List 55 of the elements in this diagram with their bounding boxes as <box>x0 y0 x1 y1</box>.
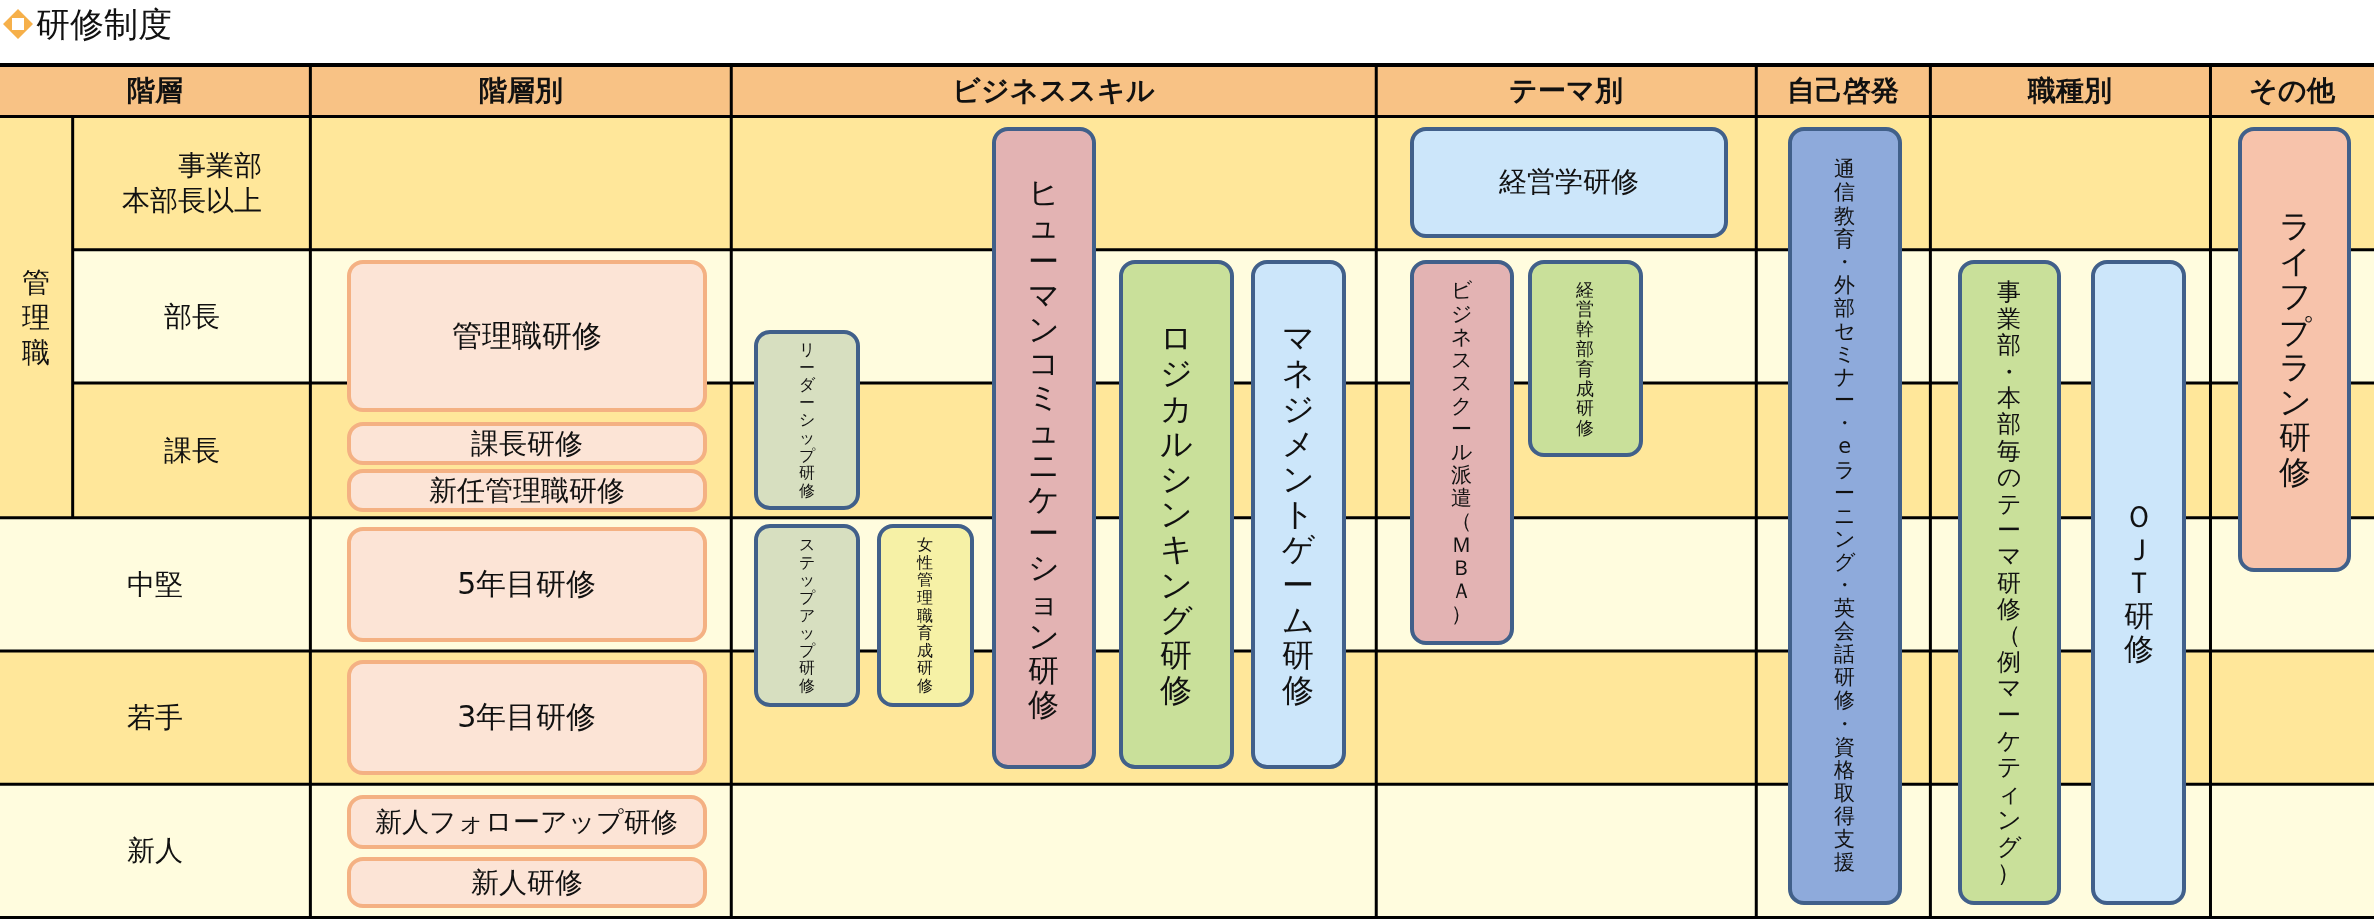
course-title: ステップアップ研修 <box>798 536 815 695</box>
course-box <box>346 660 708 776</box>
course-box <box>2237 127 2352 573</box>
course-box <box>1409 127 1728 238</box>
course-box <box>1118 260 1234 770</box>
course-box <box>346 794 708 850</box>
course-title: リーダーシップ研修 <box>798 340 815 500</box>
column-header: 階層別 <box>478 72 563 109</box>
row-header: 部長 <box>163 298 220 334</box>
course-title: 5年目研修 <box>457 564 597 603</box>
course-title: 新人フォローアップ研修 <box>375 805 679 840</box>
course-box <box>1957 260 2061 906</box>
row-header: 中堅 <box>127 566 184 602</box>
column-header: テーマ別 <box>1509 72 1624 109</box>
page-title: 研修制度 <box>36 3 172 46</box>
course-title: ビジネススクール派遣（ＭＢＡ） <box>1451 279 1473 626</box>
course-title: 新人研修 <box>470 864 583 901</box>
course-title: 管理職研修 <box>451 316 602 355</box>
course-title: ロジカルシンキング研修 <box>1160 321 1193 709</box>
course-title: 新任管理職研修 <box>428 472 625 509</box>
course-title: 3年目研修 <box>457 698 597 737</box>
row-header: 事業部本部長以上 <box>121 148 262 219</box>
course-box <box>1527 260 1643 458</box>
course-title: マネジメントゲーム研修 <box>1282 321 1315 709</box>
row-header: 課長 <box>163 432 220 468</box>
course-title: 通信教育・外部セミナー・eラーニング・英会話研修・資格取得支援 <box>1834 158 1856 875</box>
course-box <box>346 469 708 512</box>
course-title: 事業部・本部毎のテーマ研修（例マーケティング） <box>1997 279 2022 887</box>
course-box <box>754 330 860 511</box>
course-box <box>346 260 708 412</box>
row-header: 新人 <box>127 833 184 869</box>
course-title: ＯＪＴ研修 <box>2123 500 2154 666</box>
column-header: その他 <box>2249 72 2336 109</box>
course-title: 課長研修 <box>470 425 583 462</box>
course-box <box>346 856 708 909</box>
course-title: ヒューマンコミュニケーション研修 <box>1028 175 1060 721</box>
course-box <box>991 127 1097 770</box>
course-box <box>1788 127 1902 906</box>
column-header: 階層 <box>127 72 184 109</box>
column-header: ビジネススキル <box>952 72 1156 109</box>
column-header: 自己啓発 <box>1787 72 1900 109</box>
row-header: 若手 <box>127 700 184 736</box>
course-title: 女性管理職育成研修 <box>917 536 934 695</box>
course-box <box>876 523 974 708</box>
course-title: 経営幹部育成研修 <box>1576 279 1595 438</box>
course-box <box>2090 260 2187 906</box>
column-header: 職種別 <box>2028 72 2113 109</box>
course-box <box>346 526 708 642</box>
course-title: ライフプラン研修 <box>2278 209 2311 491</box>
row-header: 管理職 <box>22 264 51 370</box>
course-box <box>1250 260 1346 770</box>
course-box <box>1409 260 1514 645</box>
course-title: 経営学研修 <box>1498 164 1639 201</box>
course-box <box>346 422 708 465</box>
course-box <box>754 523 860 708</box>
